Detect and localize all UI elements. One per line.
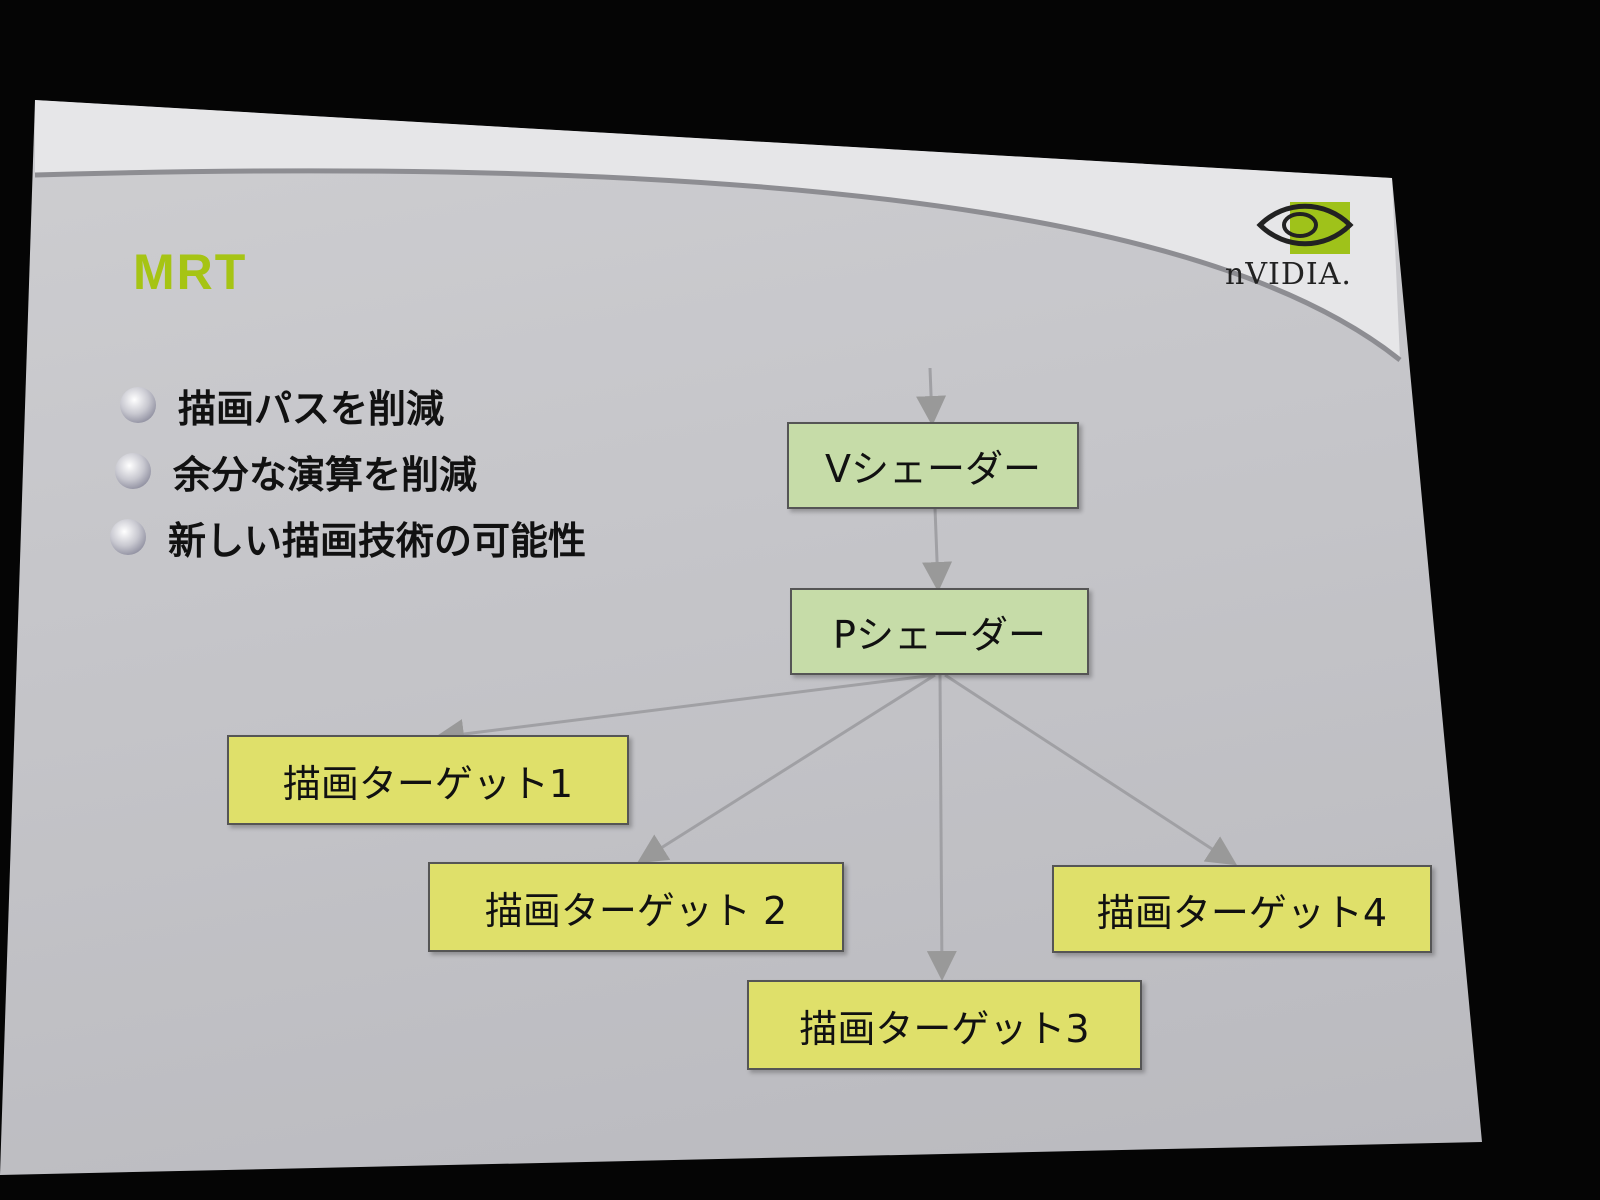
render-target-4-box: 描画ターゲット4 xyxy=(1052,865,1432,953)
bullet-sphere-icon xyxy=(110,519,146,555)
arrow-to-target2 xyxy=(636,673,936,864)
arrow-to-target3 xyxy=(926,674,957,981)
slide-title: MRT xyxy=(133,244,248,300)
nvidia-eye-icon xyxy=(1256,202,1354,254)
arrow-to-target1 xyxy=(434,673,936,749)
nvidia-logo: nVIDIA. xyxy=(1225,195,1395,305)
arrow-input-to-vshader xyxy=(916,367,947,426)
bullet-text: 余分な演算を削減 xyxy=(173,452,478,497)
bullet-item: 余分な演算を削減 xyxy=(115,438,586,504)
bullet-item: 描画パスを削減 xyxy=(120,372,586,438)
render-target-3-box: 描画ターゲット3 xyxy=(747,980,1142,1070)
arrow-to-target4 xyxy=(944,673,1238,866)
arrow-vshader-to-pshader xyxy=(922,507,953,592)
render-target-2-box: 描画ターゲット 2 xyxy=(428,862,844,952)
bullet-text: 描画パスを削減 xyxy=(178,386,445,431)
pixel-shader-box: Pシェーダー xyxy=(790,588,1089,675)
bullet-list: 描画パスを削減 余分な演算を削減 新しい描画技術の可能性 xyxy=(110,372,586,570)
vertex-shader-box: Vシェーダー xyxy=(787,422,1079,509)
bullet-sphere-icon xyxy=(120,387,156,423)
render-target-1-box: 描画ターゲット1 xyxy=(227,735,629,825)
bullet-sphere-icon xyxy=(115,453,151,489)
bullet-item: 新しい描画技術の可能性 xyxy=(110,504,586,570)
bullet-text: 新しい描画技術の可能性 xyxy=(168,518,587,563)
nvidia-wordmark: nVIDIA. xyxy=(1225,257,1352,292)
